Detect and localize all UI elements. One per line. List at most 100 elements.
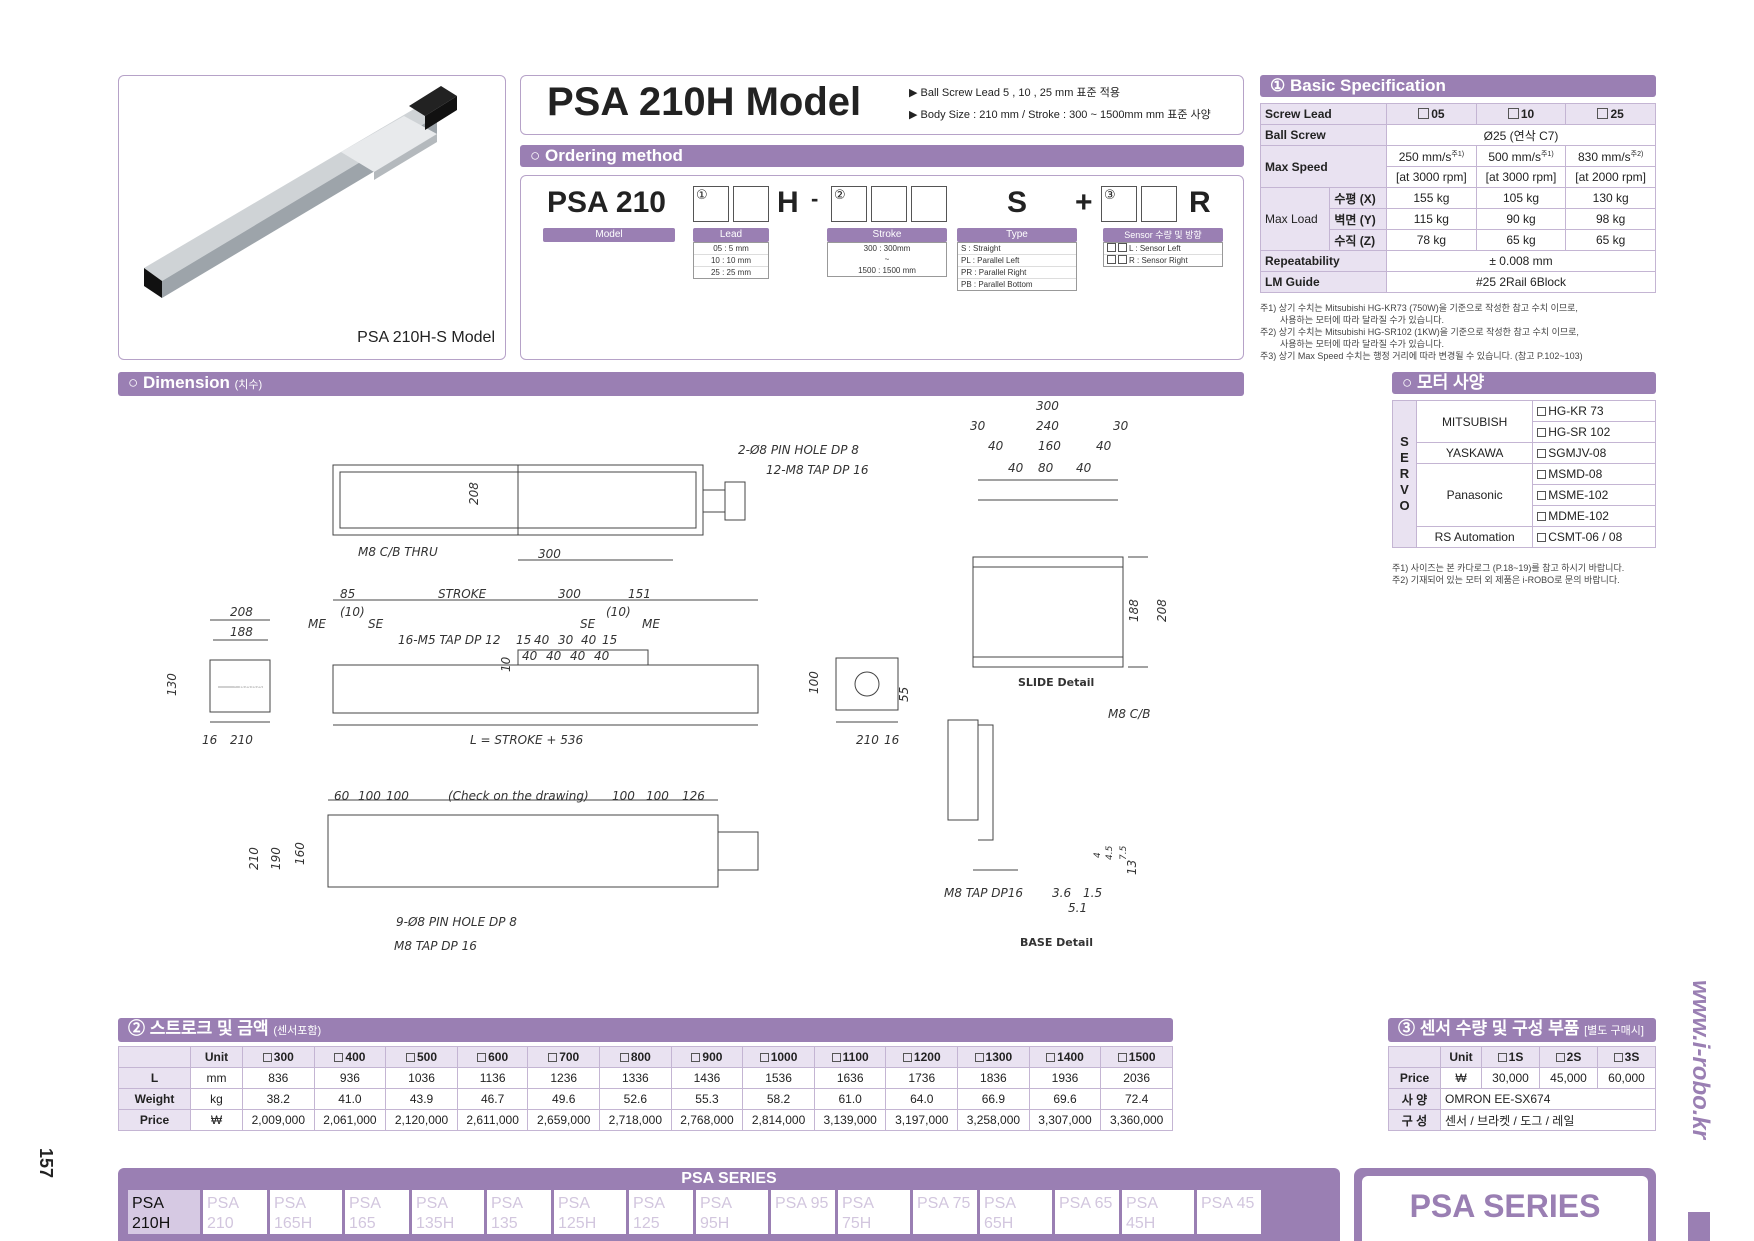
lead-10-checkbox[interactable] xyxy=(1507,108,1519,119)
load-z-05: 78 kg xyxy=(1386,229,1477,251)
sensor-spec-label: 사 양 xyxy=(1388,1088,1441,1110)
servo-label: S E R V O xyxy=(1392,400,1417,548)
stroke-1300-checkbox[interactable] xyxy=(974,1053,984,1062)
series-tab[interactable]: PSA 125 xyxy=(629,1190,693,1234)
dim-m8tap16: M8 TAP DP 16 xyxy=(394,939,477,953)
series-tab[interactable]: PSA 210 xyxy=(203,1190,267,1234)
website-url[interactable]: www.i-robo.kr xyxy=(1687,980,1714,1140)
unit-label: Unit xyxy=(190,1046,243,1068)
dim-100: 100 xyxy=(807,671,821,694)
dim-10c: 10 xyxy=(499,656,513,672)
stroke-1500-checkbox[interactable] xyxy=(1117,1053,1127,1062)
stroke-1000-checkbox[interactable] xyxy=(759,1053,769,1062)
table-cell: 49.6 xyxy=(527,1088,601,1110)
ball-screw-label: Ball Screw xyxy=(1259,124,1388,146)
sensor-1s-checkbox[interactable] xyxy=(1497,1053,1507,1062)
dim-m8tap: M8 TAP DP16 xyxy=(944,886,1023,900)
dim-s40e: 40 xyxy=(570,649,586,663)
stroke-1100-checkbox[interactable] xyxy=(831,1053,841,1062)
sensor-left-checkbox-2[interactable] xyxy=(1118,243,1127,252)
sensor-right-checkbox-2[interactable] xyxy=(1118,255,1127,264)
series-tab[interactable]: PSA 75 xyxy=(913,1190,977,1234)
dim-240: 240 xyxy=(1036,419,1059,433)
load-y-05: 115 kg xyxy=(1386,208,1477,230)
dim-s40c: 40 xyxy=(522,649,538,663)
lead-05-checkbox[interactable] xyxy=(1418,108,1430,119)
motor-hg-kr73-checkbox[interactable] xyxy=(1537,407,1547,416)
series-tab[interactable]: PSA 65H xyxy=(980,1190,1052,1234)
series-tab[interactable]: PSA 135 xyxy=(487,1190,551,1234)
dim-208a: 208 xyxy=(467,482,481,505)
stroke-800-checkbox[interactable] xyxy=(619,1053,629,1062)
table-cell: 1436 xyxy=(670,1067,744,1089)
dim-300b: 300 xyxy=(1036,400,1059,413)
dim-s30: 30 xyxy=(558,633,574,647)
stroke-400-checkbox[interactable] xyxy=(334,1053,344,1062)
dim-40a: 40 xyxy=(988,439,1004,453)
sensor-right-checkbox[interactable] xyxy=(1107,255,1116,264)
row-label: L xyxy=(118,1067,191,1089)
stroke-box-2[interactable] xyxy=(871,186,907,222)
series-tab[interactable]: PSA 135H xyxy=(412,1190,484,1234)
dim-10b: (10) xyxy=(606,605,631,619)
series-tab[interactable]: PSA 95H xyxy=(696,1190,768,1234)
stroke-500-checkbox[interactable] xyxy=(406,1053,415,1062)
series-tab[interactable]: PSA 75H xyxy=(838,1190,910,1234)
stroke-700-checkbox[interactable] xyxy=(548,1053,558,1062)
sensor-left-checkbox[interactable] xyxy=(1107,243,1116,252)
series-tab[interactable]: PSA 95 xyxy=(771,1190,835,1234)
table-cell: 836 xyxy=(242,1067,315,1089)
max-speed-25: 830 mm/s xyxy=(1577,149,1631,164)
row-label: Price xyxy=(118,1109,191,1131)
motor-msme-checkbox[interactable] xyxy=(1537,491,1547,500)
series-tab[interactable]: PSA 45H xyxy=(1122,1190,1194,1234)
series-tab[interactable]: PSA 125H xyxy=(554,1190,626,1234)
sensor-2s-checkbox[interactable] xyxy=(1555,1053,1565,1062)
lead-25-checkbox[interactable] xyxy=(1597,108,1609,119)
dim-16b: 16 xyxy=(884,733,900,747)
stroke-1200-checkbox[interactable] xyxy=(902,1053,912,1062)
series-tab[interactable]: PSA 65 xyxy=(1055,1190,1119,1234)
dim-4: 4 xyxy=(1093,852,1103,858)
max-speed-05: 250 mm/s xyxy=(1398,149,1452,164)
table-cell: 2036 xyxy=(1100,1067,1173,1089)
motor-hg-sr102-checkbox[interactable] xyxy=(1537,428,1547,437)
stroke-1400-checkbox[interactable] xyxy=(1046,1053,1056,1062)
stroke-box-1[interactable]: ② xyxy=(831,186,867,222)
stroke-box-3[interactable] xyxy=(911,186,947,222)
dim-tap16m5: 16-M5 TAP DP 12 xyxy=(398,633,500,647)
dim-151: 151 xyxy=(628,587,651,601)
motor-msmd-checkbox[interactable] xyxy=(1537,470,1547,479)
sensor-box-2[interactable] xyxy=(1141,186,1177,222)
lead-box-2[interactable] xyxy=(733,186,769,222)
lead-pill: Lead xyxy=(693,228,769,242)
series-tab[interactable]: PSA 165 xyxy=(345,1190,409,1234)
order-prefix: PSA 210 xyxy=(547,186,666,219)
lead-box-1[interactable]: ① xyxy=(693,186,729,222)
series-tab[interactable]: PSA 165H xyxy=(270,1190,342,1234)
motor-sgmjv-checkbox[interactable] xyxy=(1537,449,1547,458)
stroke-300-checkbox[interactable] xyxy=(262,1053,272,1062)
series-right-panel: PSA SERIES xyxy=(1354,1168,1656,1241)
order-s: S xyxy=(1007,186,1028,219)
stroke-600-checkbox[interactable] xyxy=(477,1053,487,1062)
series-tab[interactable]: PSA 45 xyxy=(1197,1190,1261,1234)
dim-300c: 300 xyxy=(558,587,581,601)
stroke-900-checkbox[interactable] xyxy=(691,1053,701,1062)
sensor-price-1s: 30,000 xyxy=(1481,1067,1540,1089)
motor-csmt-checkbox[interactable] xyxy=(1537,533,1547,542)
dim-40b: 40 xyxy=(1096,439,1112,453)
table-cell: 1936 xyxy=(1028,1067,1102,1089)
sensor-box-1[interactable]: ③ xyxy=(1101,186,1137,222)
table-cell: 1736 xyxy=(885,1067,959,1089)
dim-40c: 40 xyxy=(1008,461,1024,475)
table-cell: 41.0 xyxy=(313,1088,387,1110)
motor-mdme-checkbox[interactable] xyxy=(1537,512,1547,521)
table-cell: 1636 xyxy=(813,1067,887,1089)
series-tab[interactable]: PSA 210H xyxy=(128,1190,200,1234)
sensor-3s-checkbox[interactable] xyxy=(1613,1053,1623,1062)
dim-130: 130 xyxy=(165,673,179,696)
table-cell: 3,360,000 xyxy=(1100,1109,1173,1131)
